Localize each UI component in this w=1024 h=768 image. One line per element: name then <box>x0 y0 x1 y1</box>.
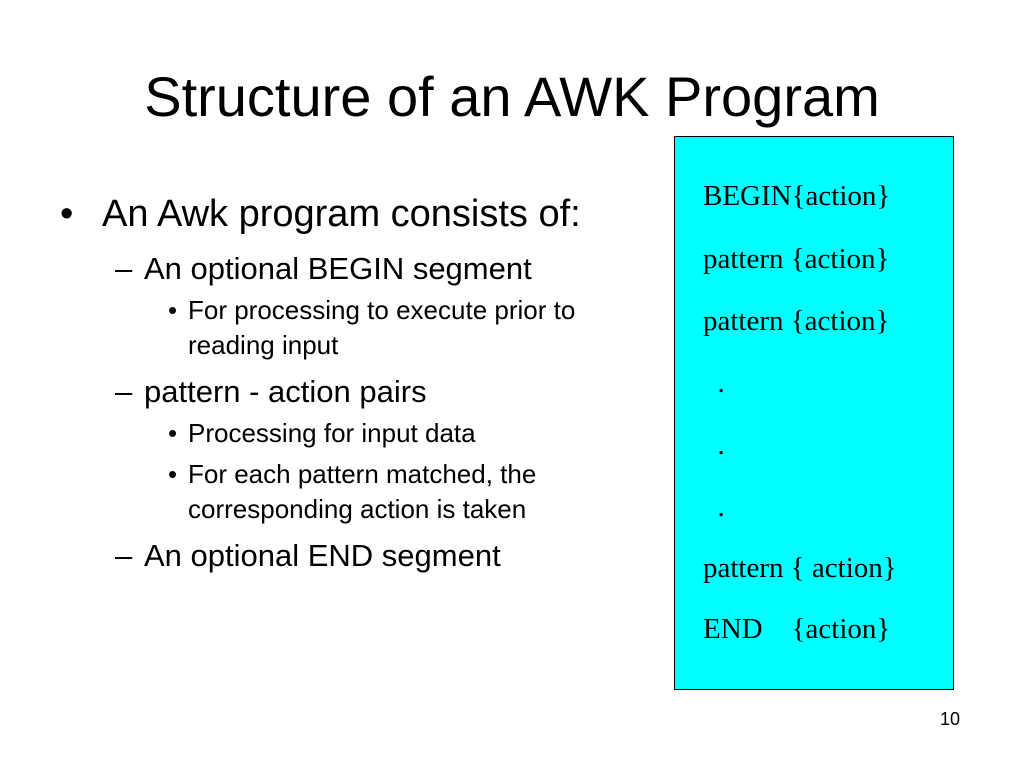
slide-title: Structure of an AWK Program <box>144 65 880 128</box>
code-line-pattern: pattern {action} <box>703 243 890 275</box>
sub-bullet-begin: – An optional BEGIN segment <box>102 248 630 289</box>
detail-text: For processing to execute prior to readi… <box>188 295 576 360</box>
sub-bullet-text: An optional END segment <box>144 538 501 573</box>
code-line-end: END {action} <box>703 613 891 645</box>
bullet-text: An Awk program consists of: <box>102 193 581 235</box>
page-number: 10 <box>939 709 960 729</box>
sub-bullet-pattern: – pattern - action pairs <box>102 371 630 412</box>
bullet-marker: • <box>60 193 74 235</box>
code-line-ellipsis: . <box>703 367 725 399</box>
code-line-pattern: pattern {action} <box>703 305 890 337</box>
detail-bullet: • For processing to execute prior to rea… <box>144 293 630 363</box>
sub-bullet-text: An optional BEGIN segment <box>144 251 532 286</box>
detail-text: For each pattern matched, the correspond… <box>188 459 537 524</box>
awk-structure-box: BEGIN{action} pattern {action} pattern {… <box>674 136 954 690</box>
code-line-ellipsis: . <box>703 491 725 523</box>
sub-bullet-text: pattern - action pairs <box>144 374 427 409</box>
detail-bullet: • For each pattern matched, the correspo… <box>144 457 630 527</box>
code-line-pattern: pattern { action} <box>703 552 897 584</box>
bullet-marker: • <box>168 295 178 325</box>
bullet-item-main: • An Awk program consists of: <box>60 188 630 240</box>
detail-text: Processing for input data <box>188 418 476 448</box>
code-line-ellipsis: . <box>703 429 725 461</box>
dash-marker: – <box>115 538 133 573</box>
bullet-marker: • <box>168 459 178 489</box>
bullet-list: • An Awk program consists of: – An optio… <box>60 188 630 580</box>
dash-marker: – <box>115 374 133 409</box>
dash-marker: – <box>115 251 133 286</box>
bullet-marker: • <box>168 418 178 448</box>
detail-bullet: • Processing for input data <box>144 416 630 451</box>
code-line-begin: BEGIN{action} <box>703 180 891 212</box>
sub-bullet-end: – An optional END segment <box>102 535 630 576</box>
